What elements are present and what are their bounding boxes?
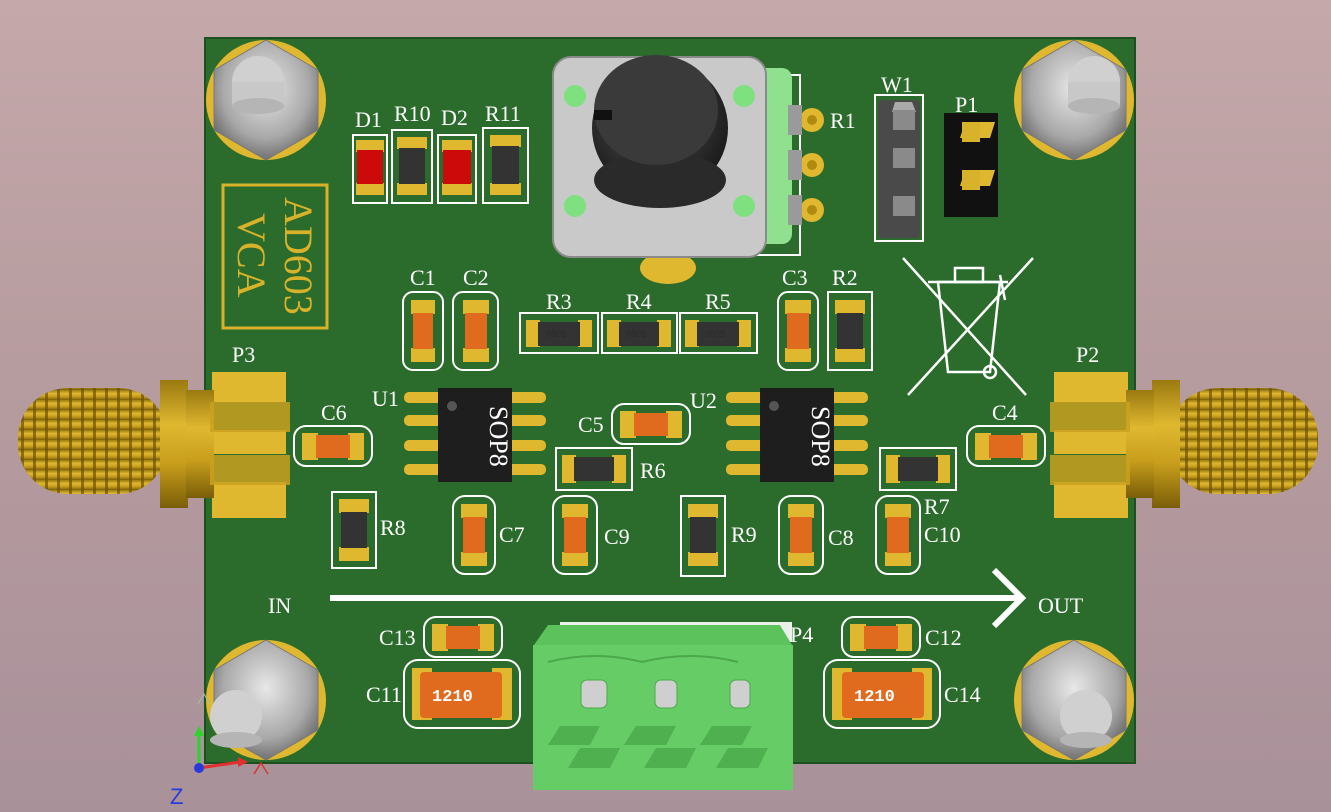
label-c9: C9 xyxy=(604,524,630,549)
capacitor-c4 xyxy=(966,425,1046,467)
capacitor-c7 xyxy=(452,495,496,575)
r4-marking: 0805 xyxy=(626,329,646,339)
capacitor-c3 xyxy=(777,291,819,371)
label-w1: W1 xyxy=(881,72,913,97)
label-r9: R9 xyxy=(731,522,757,547)
header-p1[interactable] xyxy=(944,113,998,217)
capacitor-c11: 1210 xyxy=(403,659,521,729)
capacitor-c2 xyxy=(452,291,499,371)
capacitor-c5 xyxy=(611,403,691,445)
u1-package: SOP8 xyxy=(484,406,513,467)
crossed-out-bin-icon xyxy=(902,257,1034,396)
resistor-r3: 0805 xyxy=(519,312,599,354)
led-d1 xyxy=(352,134,388,204)
capacitor-c13 xyxy=(423,616,503,658)
z-axis-label: Z xyxy=(170,784,183,809)
axis-gizmo: Z xyxy=(170,692,269,809)
terminal-block-p4[interactable] xyxy=(533,622,793,790)
x-axis-arrow xyxy=(198,760,241,770)
sma-connector-p2[interactable] xyxy=(1050,372,1318,518)
resistor-r5: 0805 xyxy=(679,312,758,354)
label-c5: C5 xyxy=(578,412,604,437)
logo-line1: AD603 xyxy=(276,197,321,315)
ic-u1: SOP8 xyxy=(404,388,546,482)
label-c14: C14 xyxy=(944,682,981,707)
label-c6: C6 xyxy=(321,400,347,425)
label-c4: C4 xyxy=(992,400,1018,425)
resistor-r10 xyxy=(391,129,433,204)
label-r4: R4 xyxy=(626,289,652,314)
mounting-nut-bottom-right xyxy=(1014,639,1134,761)
signal-out-label: OUT xyxy=(1038,593,1084,618)
resistor-r11 xyxy=(482,127,529,204)
c14-marking: 1210 xyxy=(854,688,895,707)
capacitor-c8 xyxy=(778,495,824,575)
label-c13: C13 xyxy=(379,625,416,650)
r5-marking: 0805 xyxy=(705,329,725,339)
label-c12: C12 xyxy=(925,625,962,650)
label-p2: P2 xyxy=(1076,342,1099,367)
label-d1: D1 xyxy=(355,107,382,132)
capacitor-c10 xyxy=(875,495,921,575)
label-d2: D2 xyxy=(441,105,468,130)
r3-marking: 0805 xyxy=(546,329,566,339)
label-c1: C1 xyxy=(410,265,436,290)
capacitor-c9 xyxy=(552,495,598,575)
mounting-nut-bottom-left xyxy=(206,639,326,761)
resistor-r7 xyxy=(879,447,957,491)
resistor-r9 xyxy=(680,495,726,577)
label-r7: R7 xyxy=(924,494,950,519)
potentiometer-r1[interactable] xyxy=(552,55,824,284)
label-u1: U1 xyxy=(372,386,399,411)
signal-flow-arrow xyxy=(330,567,1027,629)
resistor-r6 xyxy=(555,447,633,491)
ic-u2: SOP8 xyxy=(726,388,868,482)
label-r8: R8 xyxy=(380,515,406,540)
u2-package: SOP8 xyxy=(806,406,835,467)
led-d2 xyxy=(437,134,477,204)
label-r1: R1 xyxy=(830,108,856,133)
label-c7: C7 xyxy=(499,522,525,547)
capacitor-c14: 1210 xyxy=(823,659,941,729)
logo-line2: VCA xyxy=(229,213,274,298)
label-c10: C10 xyxy=(924,522,961,547)
header-w1[interactable] xyxy=(874,94,924,242)
label-r11: R11 xyxy=(485,101,521,126)
sma-connector-p3[interactable] xyxy=(18,372,290,518)
resistor-r4: 0805 xyxy=(601,312,678,354)
label-c11: C11 xyxy=(366,682,402,707)
signal-in-label: IN xyxy=(268,593,291,618)
label-r5: R5 xyxy=(705,289,731,314)
label-u2: U2 xyxy=(690,388,717,413)
logo-box: AD603 VCA xyxy=(221,183,329,330)
label-p3: P3 xyxy=(232,342,255,367)
c11-marking: 1210 xyxy=(432,688,473,707)
label-c2: C2 xyxy=(463,265,489,290)
label-c3: C3 xyxy=(782,265,808,290)
capacitor-c12 xyxy=(841,616,921,658)
capacitor-c6 xyxy=(293,425,373,467)
label-r10: R10 xyxy=(394,101,431,126)
label-p1: P1 xyxy=(955,92,978,117)
capacitor-c1 xyxy=(402,291,444,371)
label-c8: C8 xyxy=(828,525,854,550)
mounting-nut-top-left xyxy=(206,39,326,161)
label-p4: P4 xyxy=(790,622,813,647)
label-r3: R3 xyxy=(546,289,572,314)
resistor-r8 xyxy=(331,491,377,569)
mounting-nut-top-right xyxy=(1014,39,1134,161)
resistor-r2 xyxy=(827,291,873,371)
label-r2: R2 xyxy=(832,265,858,290)
label-r6: R6 xyxy=(640,458,666,483)
